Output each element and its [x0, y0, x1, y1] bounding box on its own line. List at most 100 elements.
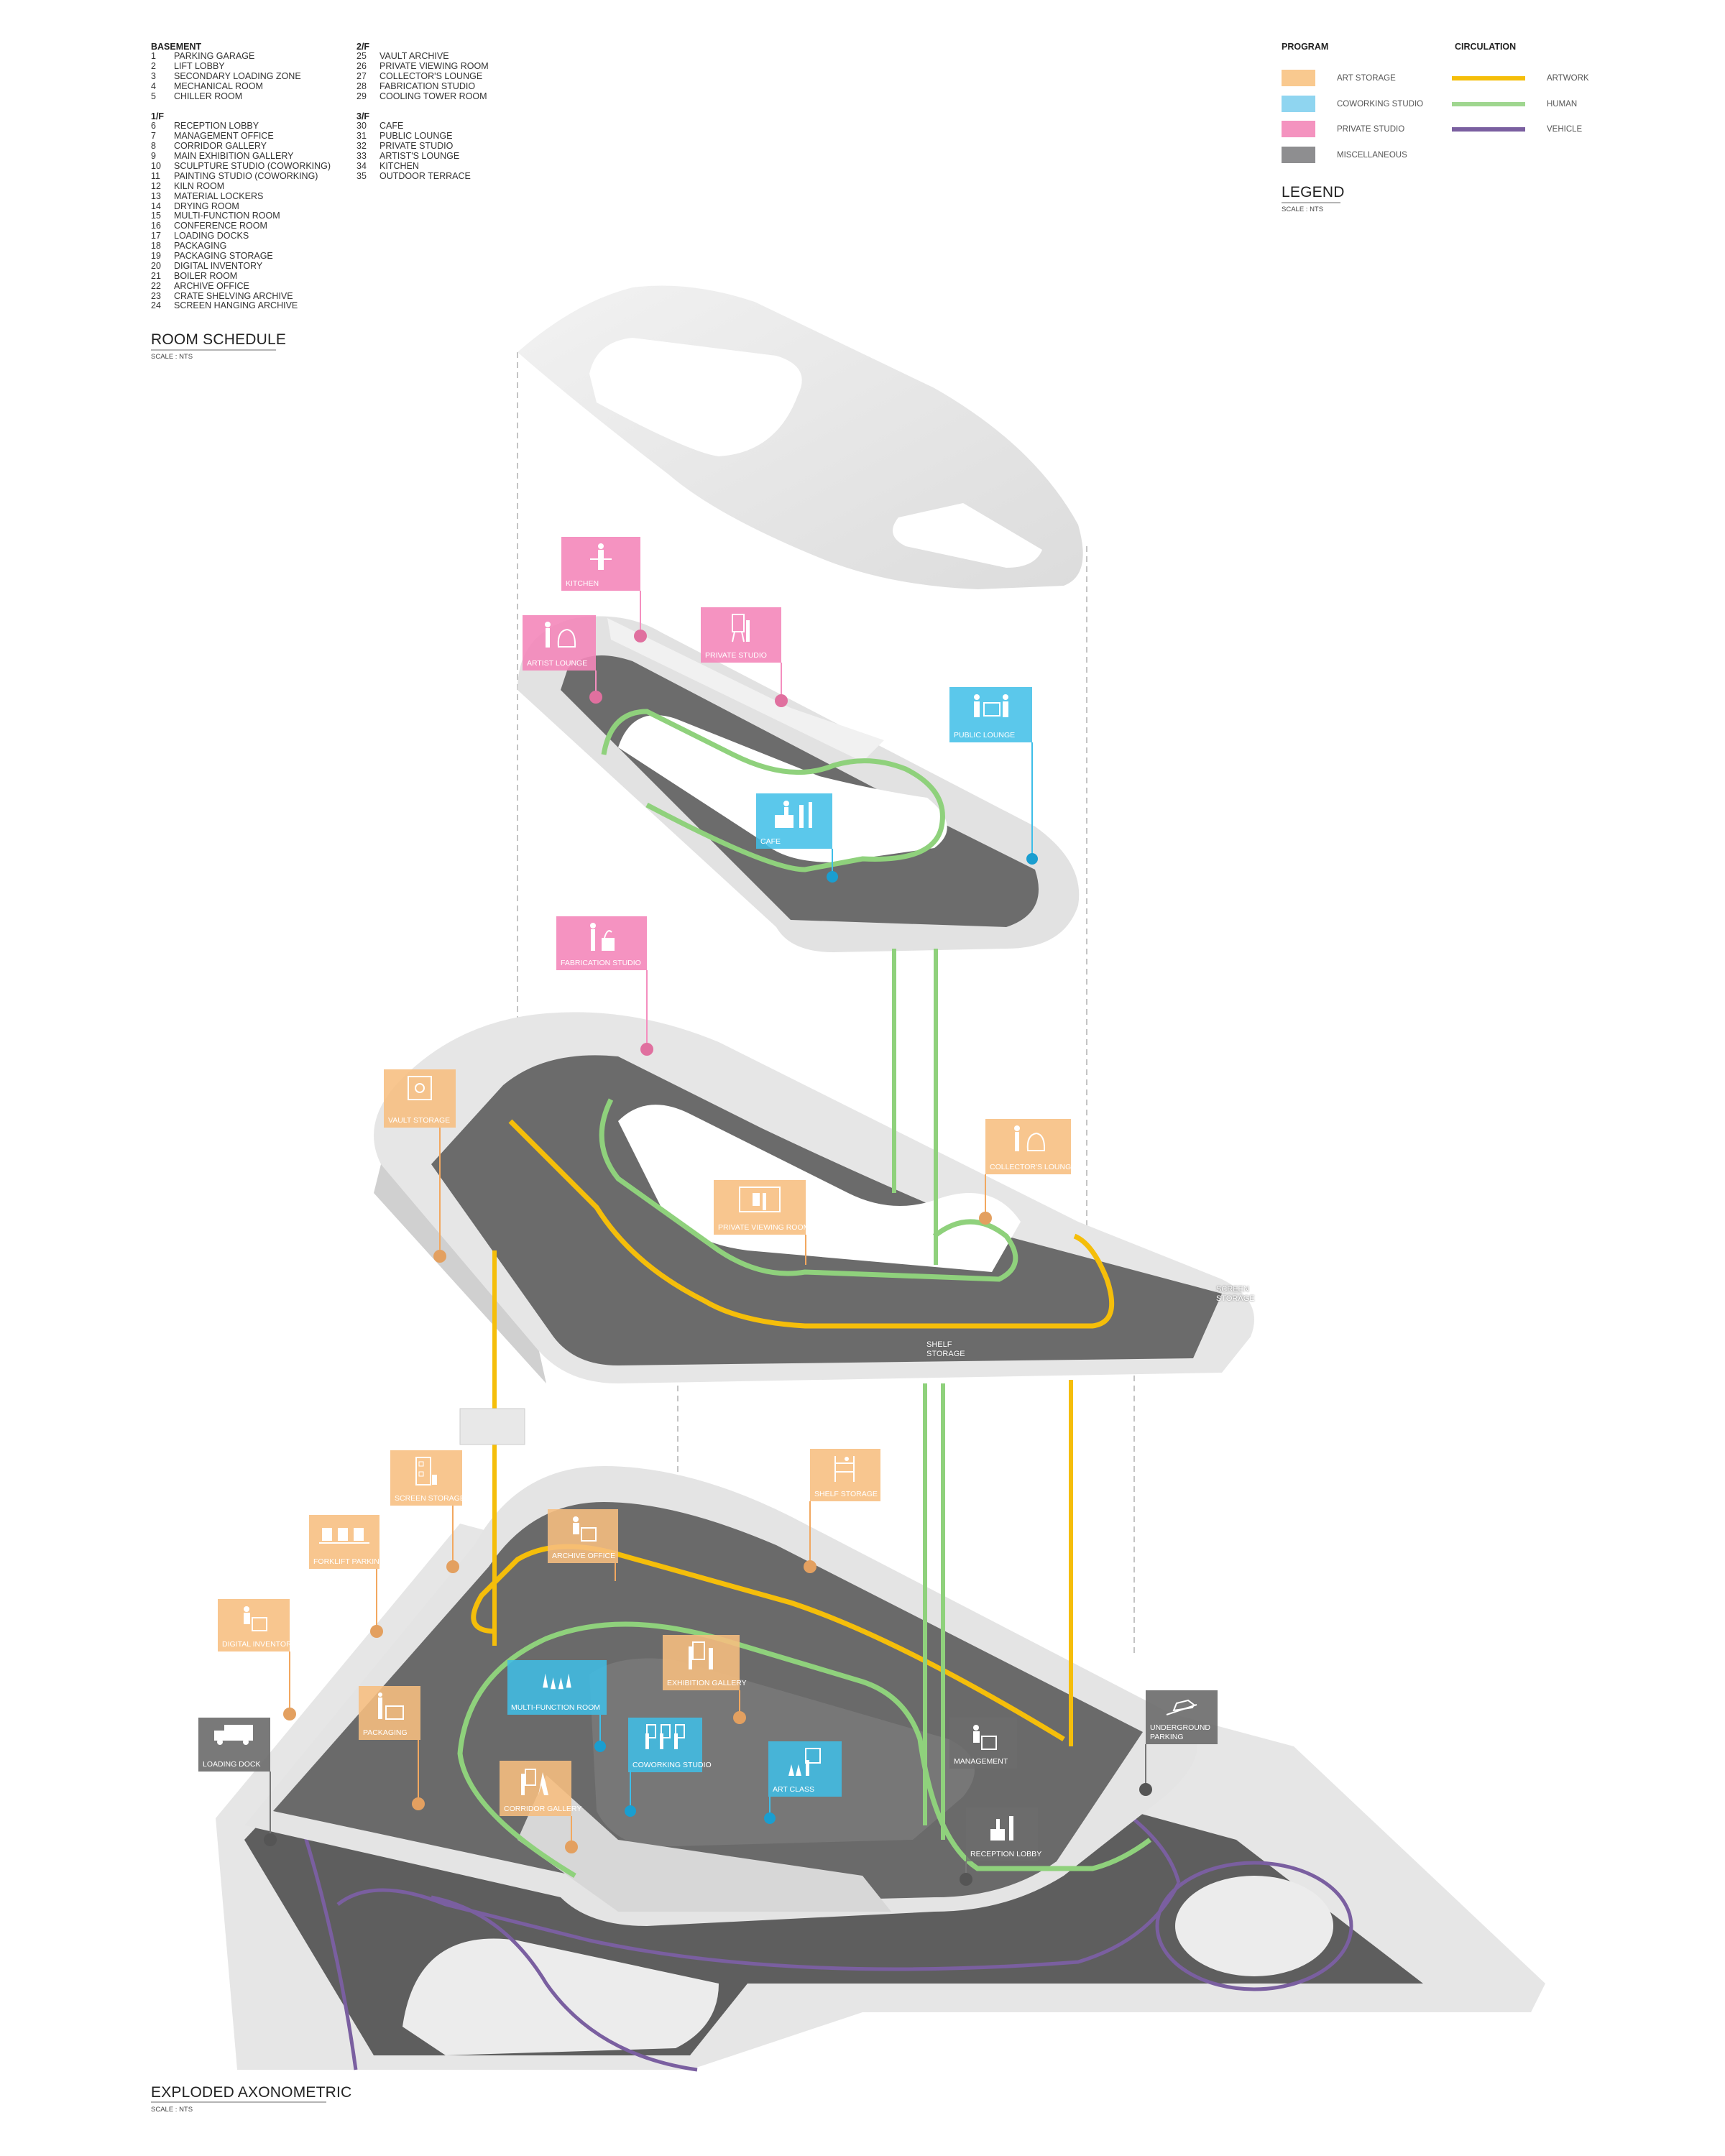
tag-corridor-gallery: CORRIDOR GALLERY: [500, 1761, 581, 1816]
room-schedule-group-heading: 2/F: [356, 42, 370, 52]
room-name: PARKING GARAGE: [174, 51, 255, 61]
tag-forklift-parking: FORKLIFT PARKING: [309, 1515, 385, 1569]
room-number: 14: [151, 201, 161, 211]
room-name: KILN ROOM: [174, 180, 225, 191]
room-number: 17: [151, 231, 161, 241]
tag-digital-inventory: DIGITAL INVENTORY: [218, 1599, 296, 1651]
room-schedule-group-heading: BASEMENT: [151, 42, 202, 52]
room-name: PACKAGING: [174, 241, 227, 252]
car-ramp-icon: [1166, 1699, 1197, 1715]
tag-vault-storage-label: VAULT STORAGE: [388, 1116, 451, 1125]
legend-line-artwork: [1452, 76, 1525, 80]
vehicle-circulation-path: [300, 1773, 1353, 2072]
tag-reception-lobby-label: RECEPTION LOBBY: [970, 1850, 1042, 1858]
room-number: 6: [151, 121, 156, 132]
tag-underground-parking: UNDERGROUND PARKING: [1146, 1690, 1218, 1744]
legend-program-label: ART STORAGE: [1337, 74, 1396, 83]
diagram-title: EXPLODED AXONOMETRIC: [151, 2084, 352, 2101]
room-name: MAIN EXHIBITION GALLERY: [174, 151, 294, 162]
tag-exhibition-gallery: EXHIBITION GALLERY: [663, 1635, 747, 1690]
room-name: MATERIAL LOCKERS: [174, 190, 264, 201]
artwork-circulation-2f: [508, 1119, 1115, 1329]
desk-worker-icon: [973, 1725, 997, 1750]
screen-rack-icon: [415, 1457, 437, 1485]
tag-archive-office: ARCHIVE OFFICE: [548, 1509, 618, 1563]
leader-dots: [264, 630, 1152, 1886]
tag-exhibition-gallery-label: EXHIBITION GALLERY: [667, 1679, 747, 1687]
tag-packaging: PACKAGING: [359, 1686, 420, 1740]
room-name: PRIVATE STUDIO: [380, 141, 454, 152]
artwork-walker-icon: [521, 1769, 548, 1795]
room-name: FABRICATION STUDIO: [380, 80, 476, 91]
room-number: 35: [356, 170, 367, 181]
room-name: LOADING DOCKS: [174, 231, 249, 241]
room-name: MECHANICAL ROOM: [174, 80, 263, 91]
tag-artist-lounge-label: ARTIST LOUNGE: [527, 659, 588, 668]
human-circulation-1f: [457, 1621, 1152, 1879]
room-name: PACKAGING STORAGE: [174, 251, 273, 262]
room-number: 12: [151, 180, 161, 191]
room-schedule-scale: SCALE : NTS: [151, 353, 193, 361]
room-name: SCULPTURE STUDIO (COWORKING): [174, 161, 331, 172]
room-number: 28: [356, 80, 367, 91]
diagram-scale: SCALE : NTS: [151, 2106, 193, 2114]
human-circulation-2f: [599, 1098, 1018, 1282]
room-number: 26: [356, 60, 367, 71]
legend-circulation-label: VEHICLE: [1547, 125, 1583, 134]
tag-vault-storage: VAULT STORAGE: [384, 1069, 456, 1128]
leader-lines: [270, 591, 1146, 1879]
tag-reception-lobby: RECEPTION LOBBY: [966, 1807, 1042, 1861]
room-number: 25: [356, 51, 367, 61]
roof-plate: [518, 285, 1083, 589]
room-name: MANAGEMENT OFFICE: [174, 131, 274, 142]
chef-icon: [590, 543, 612, 570]
room-name: ARTIST'S LOUNGE: [380, 151, 460, 162]
room-number: 23: [151, 290, 161, 301]
tag-collectors-lounge: COLLECTOR'S LOUNGE: [985, 1119, 1076, 1174]
room-number: 19: [151, 251, 161, 262]
room-name: VAULT ARCHIVE: [380, 51, 449, 61]
tag-screen-storage-label: SCREEN STORAGE: [395, 1494, 465, 1503]
tag-public-lounge: PUBLIC LOUNGE: [949, 687, 1032, 742]
room-number: 29: [356, 91, 367, 101]
tag-public-lounge-label: PUBLIC LOUNGE: [954, 731, 1016, 740]
legend-circulation-label: ARTWORK: [1547, 74, 1589, 83]
forklift-icon: [319, 1528, 369, 1544]
room-name: OUTDOOR TERRACE: [380, 170, 471, 181]
room-name: DRYING ROOM: [174, 201, 239, 211]
tag-management-label: MANAGEMENT: [954, 1757, 1008, 1766]
room-name: MULTI-FUNCTION ROOM: [174, 211, 280, 221]
tag-underground-parking-label: UNDERGROUND PARKING: [1150, 1723, 1210, 1741]
room-name: CHILLER ROOM: [174, 91, 243, 101]
room-number: 11: [151, 170, 160, 181]
desk-worker-icon: [244, 1606, 267, 1631]
room-number: 20: [151, 260, 161, 271]
room-schedule-row: 28 FABRICATION STUDIO: [356, 80, 522, 92]
legend-program-label: MISCELLANEOUS: [1337, 151, 1407, 160]
room-name: CRATE SHELVING ARCHIVE: [174, 290, 293, 301]
lounge-chair-icon: [1013, 1125, 1045, 1151]
room-name: SCREEN HANGING ARCHIVE: [174, 300, 298, 311]
room-schedule-row: 26 PRIVATE VIEWING ROOM: [356, 60, 522, 72]
room-name: ARCHIVE OFFICE: [174, 280, 249, 291]
coffee-counter-icon: [775, 801, 812, 828]
room-schedule-row: 23 CRATE SHELVING ARCHIVE: [151, 290, 352, 302]
legend-program-heading: PROGRAM: [1282, 42, 1329, 52]
room-number: 27: [356, 70, 367, 81]
room-number: 7: [151, 131, 156, 142]
legend-underline: [1282, 202, 1340, 203]
room-name: PRIVATE VIEWING ROOM: [380, 60, 489, 71]
tag-multi-function-room-label: MULTI-FUNCTION ROOM: [511, 1703, 601, 1712]
room-number: 8: [151, 141, 156, 152]
